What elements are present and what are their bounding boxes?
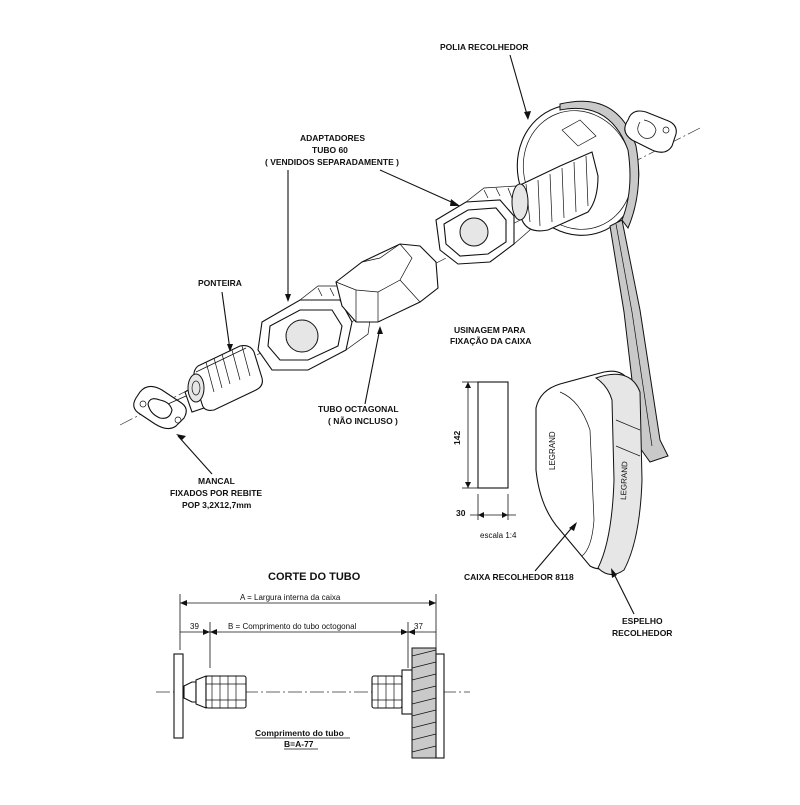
corte-dim-b: B = Comprimento do tubo octogonal [228,622,357,631]
corte-do-tubo-section: CORTE DO TUBO A = Largura interna da cai… [156,571,470,759]
corte-formula-1: Comprimento do tubo [255,728,344,738]
leader-adaptadores-right [379,169,459,206]
corte-formula-2: B=A-77 [284,739,314,749]
leader-caixa [534,523,576,572]
label-ponteira: PONTEIRA [198,278,242,288]
label-polia: POLIA RECOLHEDOR [440,42,528,52]
leader-ponteira [221,291,231,351]
caixa-brand-text: LEGRAND [548,431,557,470]
corte-dim-a: A = Largura interna da caixa [240,593,341,602]
fita-belt [609,219,669,463]
label-escala: escala 1:4 [480,531,517,540]
tubo-octagonal [335,243,439,323]
espelho-brand-text: LEGRAND [619,461,629,500]
dim-30: 30 [456,508,466,518]
label-tubo-1: TUBO OCTAGONAL [318,404,399,414]
dim-142: 142 [452,431,462,445]
label-mancal-2: FIXADOS POR REBITE [170,488,262,498]
label-usinagem-1: USINAGEM PARA [454,325,526,335]
label-adaptadores-3: ( VENDIDOS SEPARADAMENTE ) [265,157,399,167]
corte-dim-39: 39 [190,622,199,631]
label-mancal-1: MANCAL [198,476,235,486]
ponteira-part [184,345,263,413]
usinagem-drawing [462,381,516,520]
leader-tubo [364,327,381,405]
corte-dim-37: 37 [414,622,423,631]
label-espelho-2: RECOLHEDOR [612,628,672,638]
leader-mancal [177,435,213,475]
polia-recolhedor [511,100,640,236]
label-tubo-2: ( NÃO INCLUSO ) [328,416,398,426]
mancal-right-bracket [624,110,677,153]
usinagem-slot [477,381,509,489]
label-adaptadores-2: TUBO 60 [312,145,348,155]
label-espelho-1: ESPELHO [622,616,663,626]
label-usinagem-2: FIXAÇÃO DA CAIXA [450,336,531,346]
leader-polia [509,54,529,119]
caixa-recolhedor-8118: LEGRAND LEGRAND [535,370,643,575]
corte-title: CORTE DO TUBO [268,571,361,583]
mancal-left-bracket [133,385,187,430]
label-adaptadores-1: ADAPTADORES [300,133,365,143]
label-caixa: CAIXA RECOLHEDOR 8118 [464,572,574,582]
leader-espelho [611,569,635,615]
label-mancal-3: POP 3,2X12,7mm [182,500,252,510]
adaptador-left [257,285,373,371]
